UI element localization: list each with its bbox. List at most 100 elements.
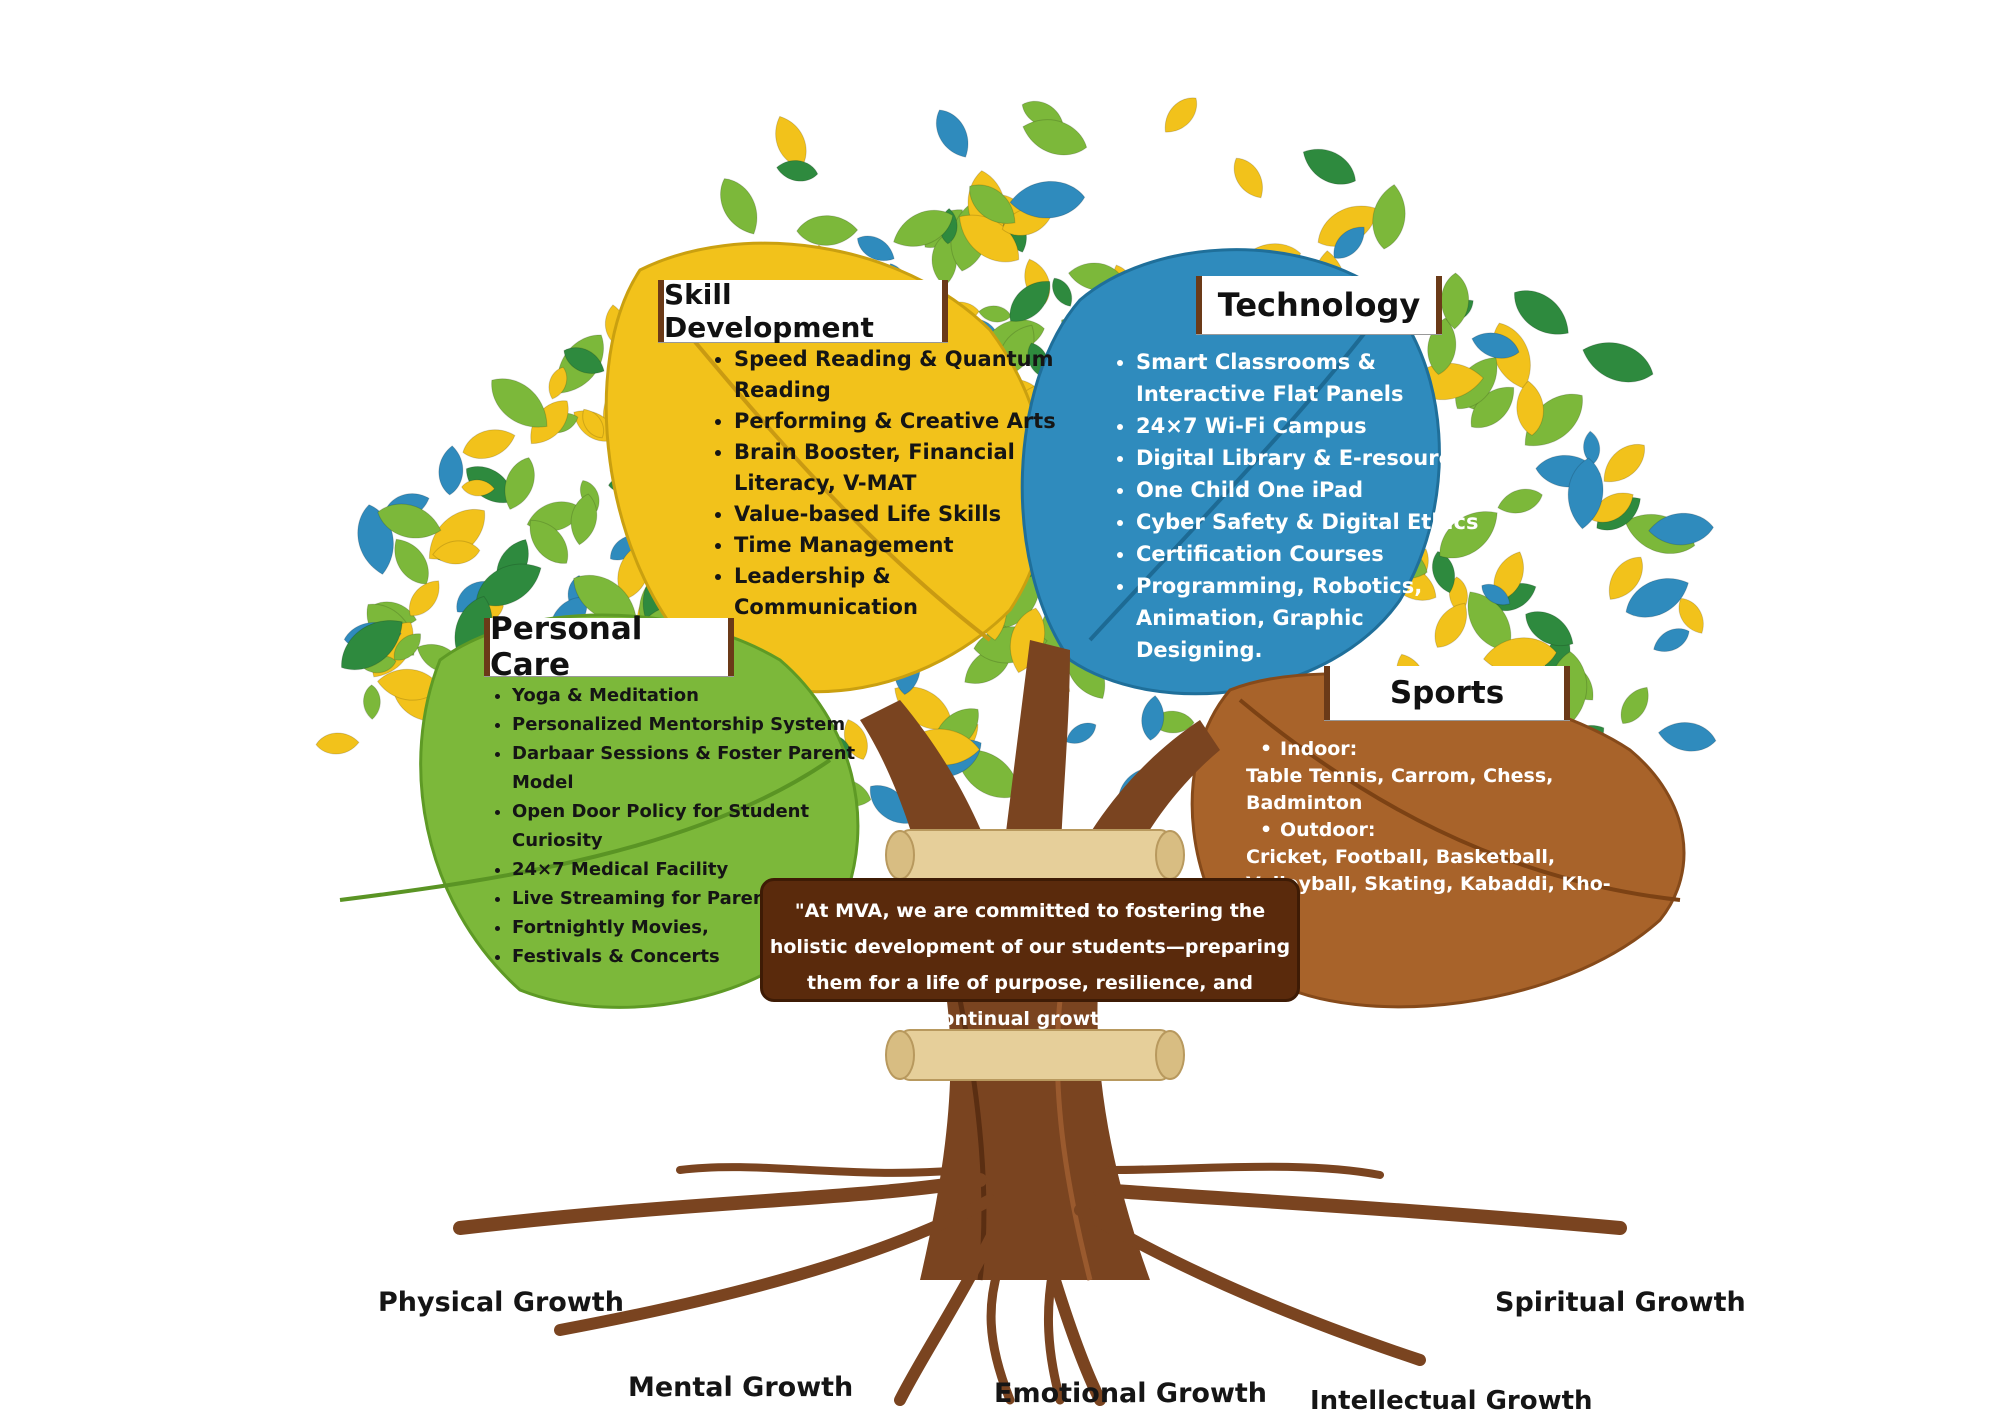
canopy-leaf <box>1141 695 1165 741</box>
list-item: Performing & Creative Arts <box>734 406 1064 437</box>
tree-root <box>1106 1162 1384 1179</box>
canopy-leaf <box>1434 602 1467 648</box>
tree-root <box>1044 1235 1065 1405</box>
personal-care-list: Yoga & Meditation Personalized Mentorshi… <box>486 681 862 971</box>
canopy-leaf <box>856 235 895 262</box>
canopy-leaf <box>491 378 548 428</box>
canopy-leaf <box>377 503 442 539</box>
list-item: Darbaar Sessions & Foster Parent Model <box>512 739 862 797</box>
canopy-leaf <box>1164 97 1198 133</box>
list-item: Certification Courses <box>1136 538 1481 570</box>
tree-root <box>1034 1224 1106 1406</box>
canopy-leaf <box>1440 272 1470 330</box>
canopy-leaf <box>1372 183 1406 250</box>
list-item: 24×7 Medical Facility <box>512 855 862 884</box>
sports-outdoor-label: Outdoor: <box>1246 817 1646 844</box>
canopy-leaf <box>1317 205 1379 247</box>
list-item: Value-based Life Skills <box>734 499 1064 530</box>
canopy-leaf <box>1567 457 1604 530</box>
list-item: Time Management <box>734 530 1064 561</box>
sports-indoor-items: Table Tennis, Carrom, Chess, Badminton <box>1246 765 1554 814</box>
bottom-scroll <box>885 1029 1185 1081</box>
tree-root <box>453 1173 987 1235</box>
list-item: Live Streaming for Parents <box>512 884 862 913</box>
canopy-leaf <box>1678 598 1704 634</box>
canopy-leaf <box>408 580 440 617</box>
canopy-leaf <box>720 178 758 235</box>
root-label-emotional: Emotional Growth <box>994 1378 1268 1409</box>
skill-leaf <box>604 241 1048 694</box>
canopy-leaf <box>1481 583 1511 606</box>
canopy-leaf <box>1009 281 1051 322</box>
personal-care-title-box: Personal Care <box>484 611 734 683</box>
root-label-spiritual: Spiritual Growth <box>1495 1287 1746 1318</box>
list-item: Brain Booster, Financial Literacy, V-MAT <box>734 437 1064 499</box>
canopy-leaf <box>1009 180 1086 219</box>
top-scroll <box>885 829 1185 881</box>
canopy-leaf <box>1497 488 1543 514</box>
tree-root <box>894 1214 1006 1406</box>
sports-title: Sports <box>1389 675 1505 711</box>
root-label-mental: Mental Growth <box>628 1372 854 1403</box>
canopy-leaf <box>1525 611 1574 646</box>
canopy-leaf <box>1302 148 1357 185</box>
canopy-leaf <box>432 540 481 565</box>
list-item: Festivals & Concerts <box>512 942 862 971</box>
list-item: Programming, Robotics, Animation, Graphi… <box>1136 570 1481 666</box>
root-label-physical: Physical Growth <box>378 1287 624 1318</box>
skill-development-title: Skill Development <box>664 278 874 344</box>
canopy-leaf <box>1583 430 1601 465</box>
list-item: Fortnightly Movies, <box>512 913 862 942</box>
canopy-leaf <box>1608 556 1643 600</box>
list-item: Digital Library & E-resources <box>1136 442 1481 474</box>
canopy-leaf <box>776 159 819 182</box>
tree-root <box>1074 1204 1426 1366</box>
canopy-leaf <box>1648 512 1714 546</box>
tree-root <box>1093 1183 1627 1235</box>
canopy-leaf <box>393 633 421 661</box>
list-item: Speed Reading & Quantum Reading <box>734 344 1064 406</box>
canopy-leaf <box>363 684 381 720</box>
canopy-leaf <box>563 347 605 374</box>
tree-root <box>986 1235 1015 1405</box>
personal-care-title: Personal Care <box>490 611 643 683</box>
canopy-leaf <box>461 479 496 497</box>
tree-root <box>676 1163 964 1177</box>
canopy-leaf <box>504 457 535 510</box>
canopy-leaf <box>1620 686 1649 724</box>
canopy-leaf <box>315 732 360 755</box>
tree-roots <box>453 1162 1627 1406</box>
technology-list: Smart Classrooms & Interactive Flat Pane… <box>1110 346 1481 666</box>
canopy-leaf <box>1471 332 1520 359</box>
canopy-leaf <box>1052 277 1073 307</box>
canopy-leaf <box>1591 492 1634 523</box>
technology-title-box: Technology <box>1196 276 1442 334</box>
list-item: Smart Classrooms & Interactive Flat Pane… <box>1136 346 1481 410</box>
sports-title-box: Sports <box>1324 666 1570 720</box>
canopy-leaf <box>582 408 605 439</box>
canopy-leaf <box>935 109 969 158</box>
list-item: Yoga & Meditation <box>512 681 862 710</box>
canopy-leaf <box>1470 386 1515 429</box>
canopy-leaf <box>1065 722 1097 744</box>
canopy-leaf <box>1516 380 1544 436</box>
canopy-leaf <box>1431 550 1456 594</box>
canopy-leaf <box>462 429 516 460</box>
canopy-leaf <box>1657 722 1717 752</box>
canopy-leaf <box>438 445 464 496</box>
sports-indoor-label: Indoor: <box>1246 736 1646 763</box>
list-item: Cyber Safety & Digital Ethics <box>1136 506 1481 538</box>
list-item: Personalized Mentorship System <box>512 710 862 739</box>
list-item: 24×7 Wi-Fi Campus <box>1136 410 1481 442</box>
technology-leaf <box>1020 248 1441 696</box>
canopy-leaf <box>1439 511 1498 559</box>
list-item: Open Door Policy for Student Curiosity <box>512 797 862 855</box>
canopy-leaf <box>796 215 859 246</box>
canopy-leaf <box>893 209 954 247</box>
tree-root <box>554 1194 996 1336</box>
canopy-leaf <box>341 620 403 671</box>
canopy-leaf <box>1022 119 1088 156</box>
canopy-leaf <box>1582 342 1654 383</box>
skill-development-list: Speed Reading & Quantum Reading Performi… <box>708 344 1064 623</box>
